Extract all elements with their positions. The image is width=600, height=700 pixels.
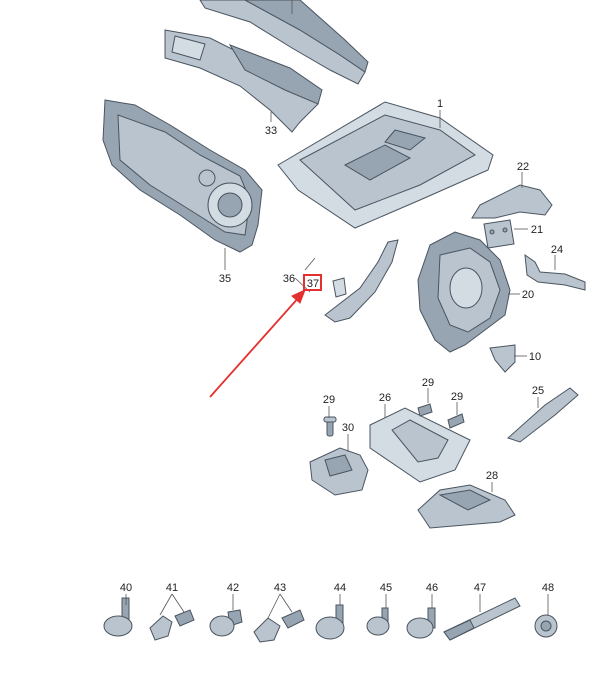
wheel-housing-20[interactable] (417, 231, 511, 353)
strut-36[interactable] (324, 239, 399, 323)
callout-10[interactable]: 10 (529, 351, 541, 363)
bolt-46[interactable] (406, 607, 436, 639)
callout-29-a[interactable]: 29 (323, 394, 335, 406)
callout-47[interactable]: 47 (474, 582, 486, 594)
side-member-33[interactable] (164, 29, 323, 133)
callout-37[interactable]: 37 (307, 278, 319, 290)
screw-29-c[interactable] (447, 413, 465, 429)
plate-21[interactable] (483, 219, 515, 249)
bracket-22[interactable] (471, 184, 553, 219)
screw-29-a[interactable] (323, 416, 337, 437)
bolt-45[interactable] (366, 607, 390, 636)
callout-36[interactable]: 36 (283, 273, 295, 285)
bolt-43[interactable] (253, 609, 305, 643)
callout-1[interactable]: 1 (437, 98, 443, 110)
bracket-10[interactable] (489, 344, 516, 373)
callout-24[interactable]: 24 (551, 244, 563, 256)
callout-35[interactable]: 35 (219, 273, 231, 285)
callout-30[interactable]: 30 (342, 422, 354, 434)
bracket-30[interactable] (309, 447, 369, 496)
strip-25[interactable] (507, 387, 579, 443)
callout-40[interactable]: 40 (120, 582, 132, 594)
bracket-37[interactable] (332, 277, 347, 298)
nut-48[interactable] (534, 614, 558, 638)
callout-26[interactable]: 26 (379, 392, 391, 404)
bolt-44[interactable] (315, 604, 345, 640)
callout-29-b[interactable]: 29 (422, 377, 434, 389)
callout-44[interactable]: 44 (334, 582, 346, 594)
callout-labels: 1 33 35 22 21 24 20 10 36 37 25 26 29 29… (120, 98, 563, 594)
callout-46[interactable]: 46 (426, 582, 438, 594)
bracket-24[interactable] (524, 253, 586, 291)
callout-42[interactable]: 42 (227, 582, 239, 594)
rod-47[interactable] (443, 597, 521, 641)
callout-22[interactable]: 22 (517, 161, 529, 173)
bolt-40[interactable] (103, 597, 133, 637)
wheelhouse-panel-35[interactable] (102, 99, 263, 253)
leader-lines (125, 0, 556, 619)
callout-28[interactable]: 28 (486, 470, 498, 482)
callout-48[interactable]: 48 (542, 582, 554, 594)
callout-45[interactable]: 45 (380, 582, 392, 594)
frame-rail-top[interactable] (199, 0, 369, 85)
callout-33[interactable]: 33 (265, 125, 277, 137)
support-28[interactable] (417, 484, 516, 529)
callout-29-c[interactable]: 29 (451, 391, 463, 403)
tray-26[interactable] (369, 407, 471, 483)
callout-41[interactable]: 41 (166, 582, 178, 594)
callout-43[interactable]: 43 (274, 582, 286, 594)
callout-20[interactable]: 20 (522, 289, 534, 301)
callout-25[interactable]: 25 (532, 385, 544, 397)
callout-21[interactable]: 21 (531, 224, 543, 236)
highlight-marker (209, 274, 322, 398)
bolt-42[interactable] (209, 609, 243, 637)
floor-panel-1[interactable] (277, 101, 494, 229)
bolt-41[interactable] (149, 609, 195, 641)
screw-29-b[interactable] (417, 403, 433, 417)
